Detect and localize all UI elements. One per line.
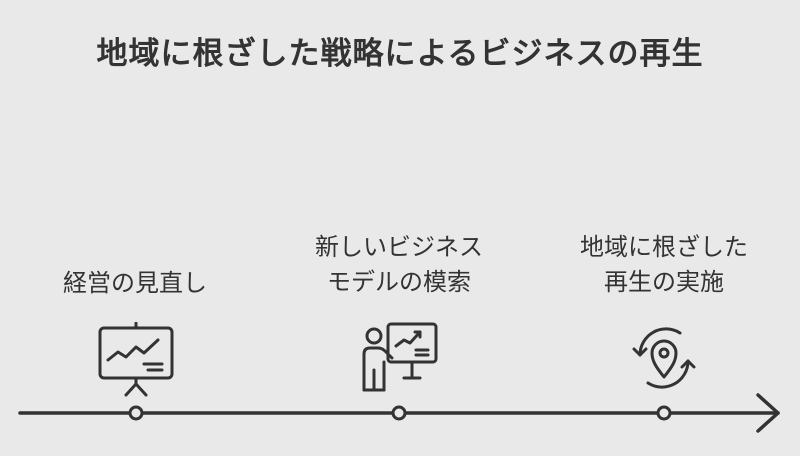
presenter-whiteboard-icon [362,322,438,392]
timeline-arrowhead [756,393,780,433]
timeline-marker-2 [391,405,407,421]
presentation-chart-icon [98,322,174,397]
timeline-marker-1 [128,405,144,421]
step-1-label-line-1: 経営の見直し [63,269,207,297]
step-2-label-line-2: モデルの模索 [327,268,471,296]
timeline-marker-3 [656,405,672,421]
diagram-title: 地域に根ざした戦略によるビジネスの再生 [96,36,704,72]
location-cycle-icon [632,327,696,389]
step-3-label-line-2: 再生の実施 [604,268,724,296]
step-3-label-line-1: 地域に根ざした [580,233,748,261]
timeline-axis [18,393,780,433]
step-1-label: 経営の見直し [5,266,265,301]
step-2-label-line-1: 新しいビジネス [315,233,483,261]
step-3-label: 地域に根ざした 再生の実施 [534,230,794,300]
step-2-label: 新しいビジネス モデルの模索 [269,230,529,300]
